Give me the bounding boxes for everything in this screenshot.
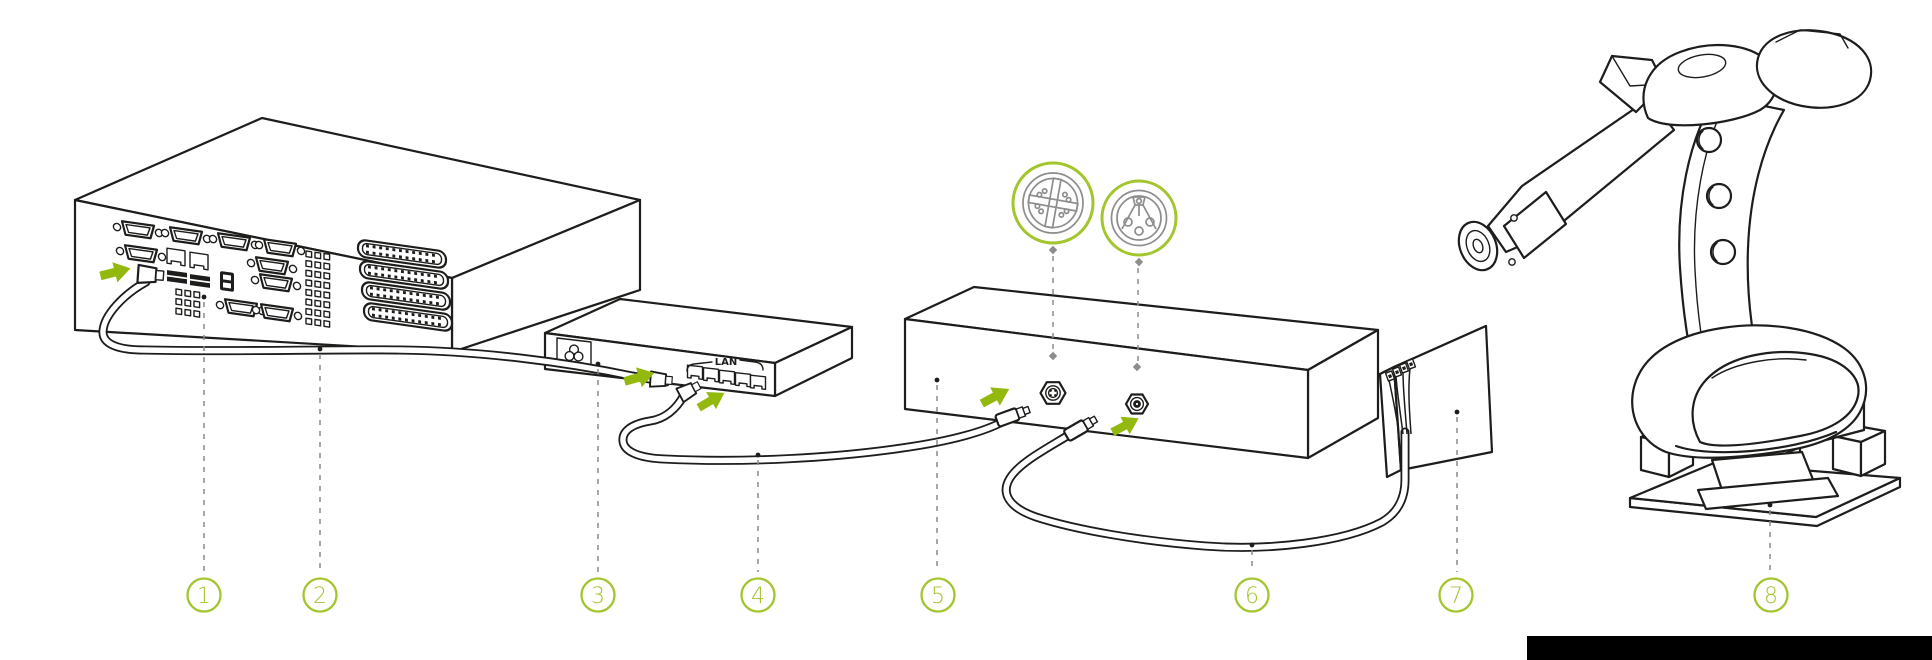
terminal-block-front: [1392, 324, 1494, 472]
leader-dot: [755, 452, 761, 458]
robot-tool-flange: [1457, 214, 1518, 272]
bottom-black-bar: [1527, 636, 1932, 660]
connector-details: [1011, 161, 1178, 372]
connector-detail-power: [1110, 189, 1168, 247]
ethernet-cable: [618, 390, 1009, 465]
power-cable: [1001, 367, 1412, 552]
leader-diamond: [1048, 245, 1058, 255]
callout-3-number: 3: [591, 584, 605, 609]
m12-power-connector: [1124, 393, 1150, 415]
callout-1: 1: [186, 577, 222, 613]
pc-dip-grid: [176, 289, 200, 317]
callout-6: 6: [1234, 577, 1270, 613]
callout-3: 3: [580, 577, 616, 613]
detail-leaders: [1048, 245, 1144, 372]
detail-ring-x-coded: [1011, 161, 1095, 245]
terminal-wires: [1388, 367, 1412, 435]
callout-4-number: 4: [751, 584, 765, 609]
lan-bracket: [686, 359, 764, 372]
industrial-pc: [73, 116, 642, 354]
leader-dot: [1249, 542, 1255, 548]
leader-dot: [1454, 409, 1460, 415]
robot-shoulder-motors: [1598, 29, 1873, 127]
arm-hole: [1709, 238, 1737, 266]
leader-dot: [1767, 502, 1773, 508]
serial-cable: [98, 277, 671, 387]
switch-power-inlet: [556, 337, 592, 368]
callouts: 1 2 3 4 5 6 7: [186, 577, 1789, 613]
leader-dot: [934, 377, 940, 383]
callout-7: 7: [1438, 577, 1474, 613]
leader-dot: [201, 294, 207, 300]
callout-8-number: 8: [1764, 584, 1778, 609]
robot-forearm: [1486, 96, 1676, 260]
callout-6-number: 6: [1245, 584, 1259, 609]
callout-leaders: [203, 302, 1771, 572]
pc-usb-ports: [167, 270, 234, 292]
connector-detail-x-coded: [1022, 172, 1084, 234]
callout-1-number: 1: [197, 584, 211, 609]
terminal-block: [1378, 324, 1494, 479]
callout-4: 4: [740, 577, 776, 613]
callout-8: 8: [1753, 577, 1789, 613]
m12-data-connector: [1039, 381, 1067, 405]
callout-5-number: 5: [931, 584, 945, 609]
callout-5: 5: [920, 577, 956, 613]
callout-2: 2: [302, 577, 338, 613]
callout-2-number: 2: [313, 584, 327, 609]
diagram-art: LAN: [73, 29, 1932, 660]
sensor-controller-box: [903, 285, 1380, 460]
leader-dot: [595, 361, 601, 367]
detail-ring-power: [1100, 179, 1178, 257]
lan-label: LAN: [715, 357, 737, 368]
usb-stack: [220, 271, 234, 292]
arm-hole: [1695, 126, 1723, 154]
robot-arm: [1457, 29, 1902, 528]
leader-dots: [201, 294, 1773, 548]
leader-dot: [317, 346, 323, 352]
arm-hole: [1705, 182, 1733, 210]
callout-7-number: 7: [1449, 584, 1463, 609]
detail-rings: [1011, 161, 1178, 257]
network-switch: LAN: [543, 297, 854, 398]
controller-front-face: [903, 317, 1310, 460]
robot-turret: [1631, 324, 1868, 511]
leader-diamond: [1134, 257, 1144, 267]
